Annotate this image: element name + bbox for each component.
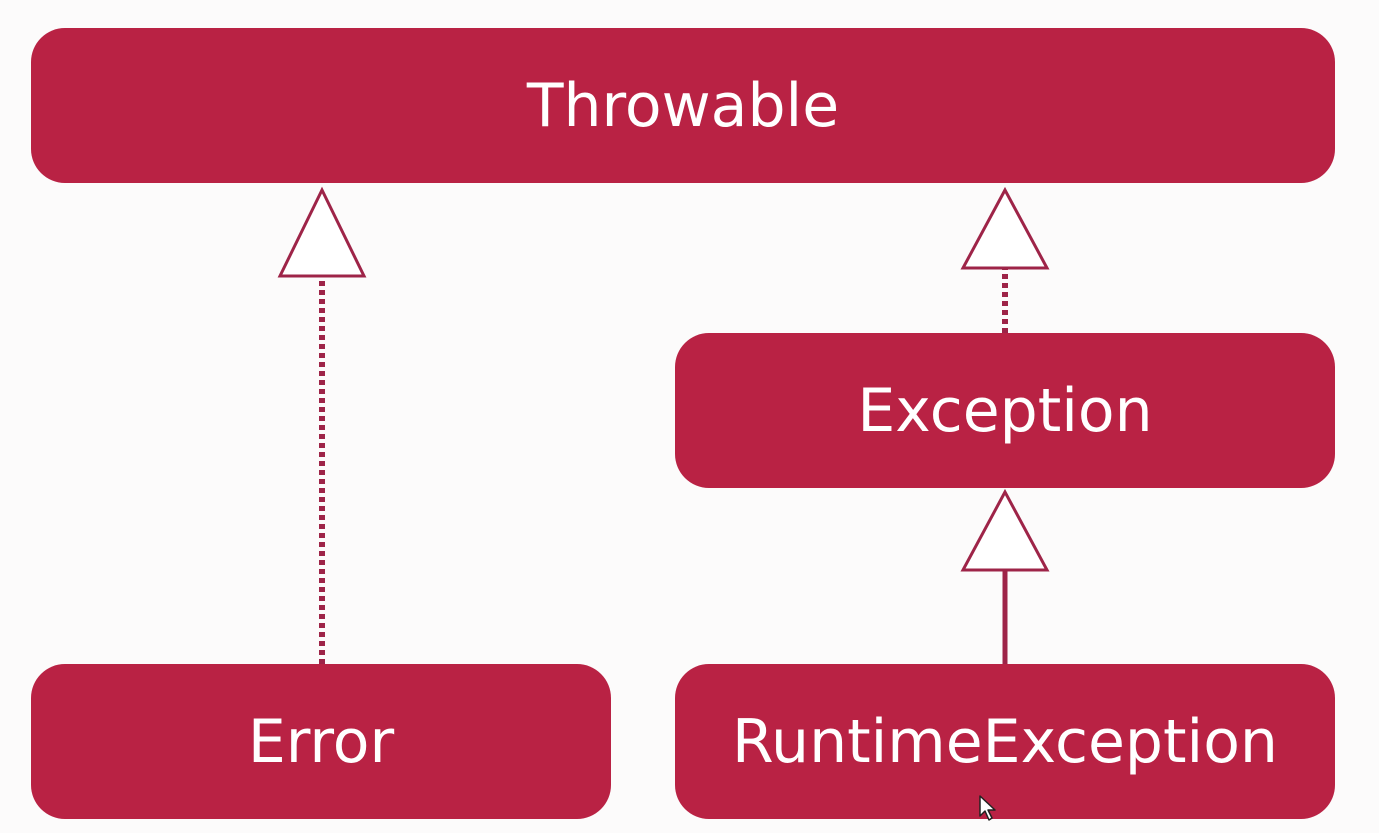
error-label: Error bbox=[247, 706, 395, 777]
exception-label: Exception bbox=[857, 375, 1153, 446]
exception-node: Exception bbox=[675, 333, 1335, 488]
throwable-node: Throwable bbox=[31, 28, 1335, 183]
runtime-exception-node: RuntimeException bbox=[675, 664, 1335, 819]
edge-runtime-exception-to-exception bbox=[960, 488, 1050, 664]
edge-exception-to-throwable bbox=[960, 186, 1050, 333]
throwable-label: Throwable bbox=[526, 70, 840, 141]
runtime-exception-label: RuntimeException bbox=[732, 706, 1278, 777]
error-node: Error bbox=[31, 664, 611, 819]
mouse-pointer-icon bbox=[979, 795, 996, 821]
edge-error-to-throwable bbox=[277, 186, 367, 664]
